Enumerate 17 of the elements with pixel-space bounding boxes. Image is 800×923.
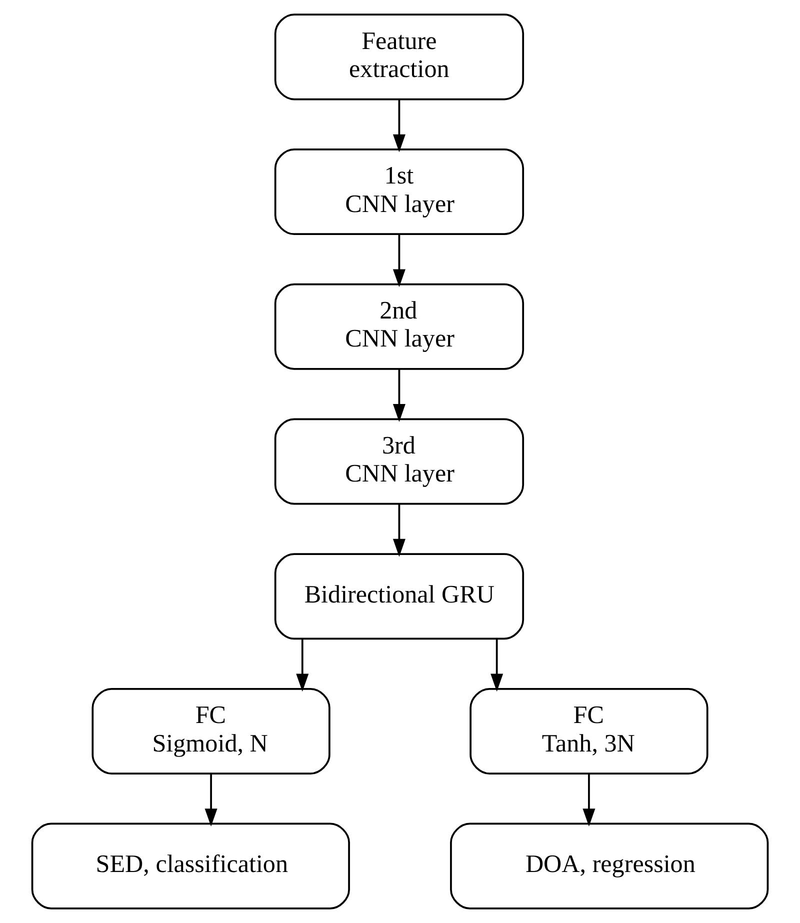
node-box: DOA, regression (450, 822, 769, 910)
arrow (490, 639, 504, 692)
arrow (392, 234, 406, 288)
arrow (392, 100, 406, 152)
node-box: SED, classification (31, 822, 350, 910)
arrow (296, 639, 309, 692)
node-box: 3rd CNN layer (274, 418, 524, 505)
node-box: 2nd CNN layer (274, 283, 524, 370)
arrow (204, 774, 218, 827)
node-box: 1st CNN layer (274, 148, 524, 236)
arrow (582, 774, 596, 827)
node-box: FC Tanh, 3N (470, 688, 708, 774)
node-box: FC Sigmoid, N (92, 688, 330, 774)
node-box: Bidirectional GRU (274, 553, 524, 640)
arrow (392, 369, 406, 422)
node-box: Feature extraction (274, 14, 524, 100)
arrow (392, 504, 406, 557)
